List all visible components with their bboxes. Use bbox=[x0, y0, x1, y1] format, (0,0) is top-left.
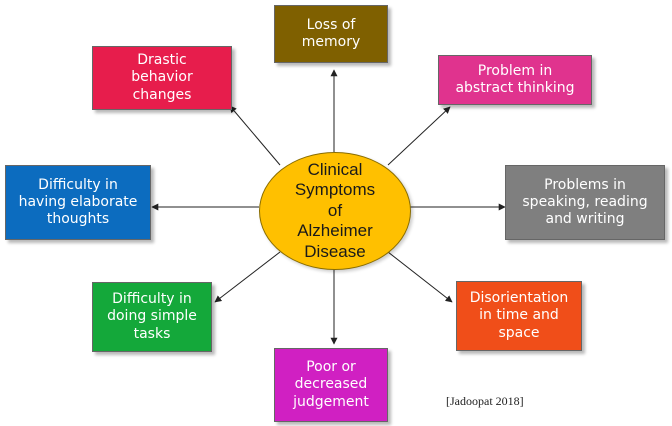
node-simple-tasks: Difficulty in doing simple tasks bbox=[92, 282, 212, 352]
node-label: Drastic behavior changes bbox=[131, 52, 193, 103]
node-label: Loss of memory bbox=[301, 16, 361, 50]
node-label: Difficulty in having elaborate thoughts bbox=[18, 176, 138, 228]
arrow-to-tasks bbox=[214, 251, 281, 303]
node-abstract-thinking: Problem in abstract thinking bbox=[438, 55, 592, 105]
node-poor-judgement: Poor or decreased judgement bbox=[274, 348, 388, 422]
node-disorientation: Disorientation in time and space bbox=[456, 281, 582, 351]
node-speaking-reading-writing: Problems in speaking, reading and writin… bbox=[505, 165, 665, 240]
node-behavior-changes: Drastic behavior changes bbox=[92, 46, 232, 110]
citation: [Jadoopat 2018] bbox=[446, 394, 524, 408]
arrow-to-abstract bbox=[387, 106, 451, 166]
node-label: Problems in speaking, reading and writin… bbox=[522, 176, 648, 228]
arrow-to-disorientation bbox=[387, 251, 453, 303]
central-topic-ellipse: Clinical Symptoms of Alzheimer Disease bbox=[259, 152, 411, 270]
node-label: Poor or decreased judgement bbox=[293, 359, 369, 410]
node-loss-of-memory: Loss of memory bbox=[274, 5, 388, 63]
node-label: Problem in abstract thinking bbox=[455, 62, 575, 96]
node-label: Disorientation in time and space bbox=[469, 290, 569, 341]
arrow-to-behavior bbox=[229, 105, 281, 166]
node-elaborate-thoughts: Difficulty in having elaborate thoughts bbox=[5, 165, 151, 240]
node-label: Difficulty in doing simple tasks bbox=[107, 291, 197, 342]
central-topic-label: Clinical Symptoms of Alzheimer Disease bbox=[294, 160, 376, 261]
